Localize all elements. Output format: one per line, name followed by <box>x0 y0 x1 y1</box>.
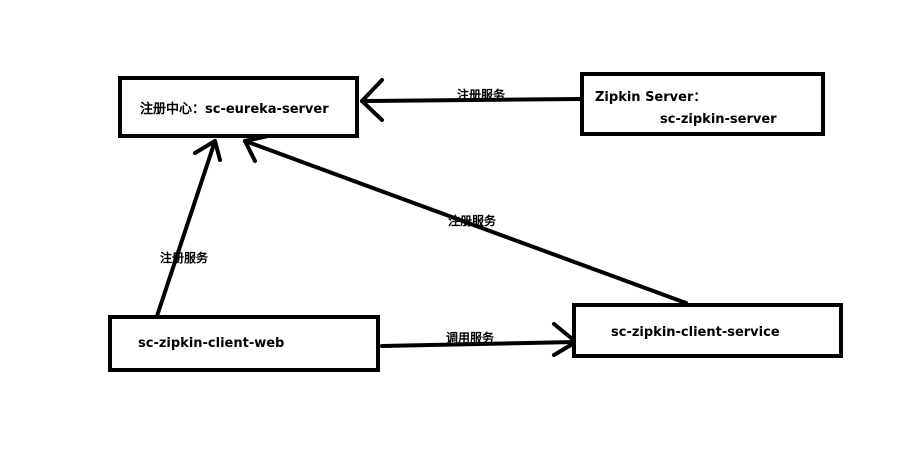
node-client-service-label: sc-zipkin-client-service <box>611 325 780 340</box>
node-zipkin-server-title: Zipkin Server： <box>595 90 707 105</box>
edge-label-service-to-eureka: 注册服务 <box>448 214 497 228</box>
node-eureka-server: 注册中心：sc-eureka-server <box>118 76 359 138</box>
arrow-zipkin-to-eureka <box>360 78 583 122</box>
node-zipkin-server-name: sc-zipkin-server <box>660 112 777 127</box>
node-client-web: sc-zipkin-client-web <box>108 315 380 372</box>
arrow-web-to-eureka <box>155 139 222 318</box>
edge-label-zipkin-to-eureka: 注册服务 <box>457 88 506 102</box>
edge-label-web-to-service: 调用服务 <box>446 331 495 345</box>
node-zipkin-server: Zipkin Server： sc-zipkin-server <box>580 72 825 136</box>
edge-label-web-to-eureka: 注册服务 <box>160 251 209 265</box>
node-eureka-server-label: 注册中心：sc-eureka-server <box>140 102 329 117</box>
node-client-web-label: sc-zipkin-client-web <box>138 336 285 351</box>
node-client-service: sc-zipkin-client-service <box>572 303 843 358</box>
